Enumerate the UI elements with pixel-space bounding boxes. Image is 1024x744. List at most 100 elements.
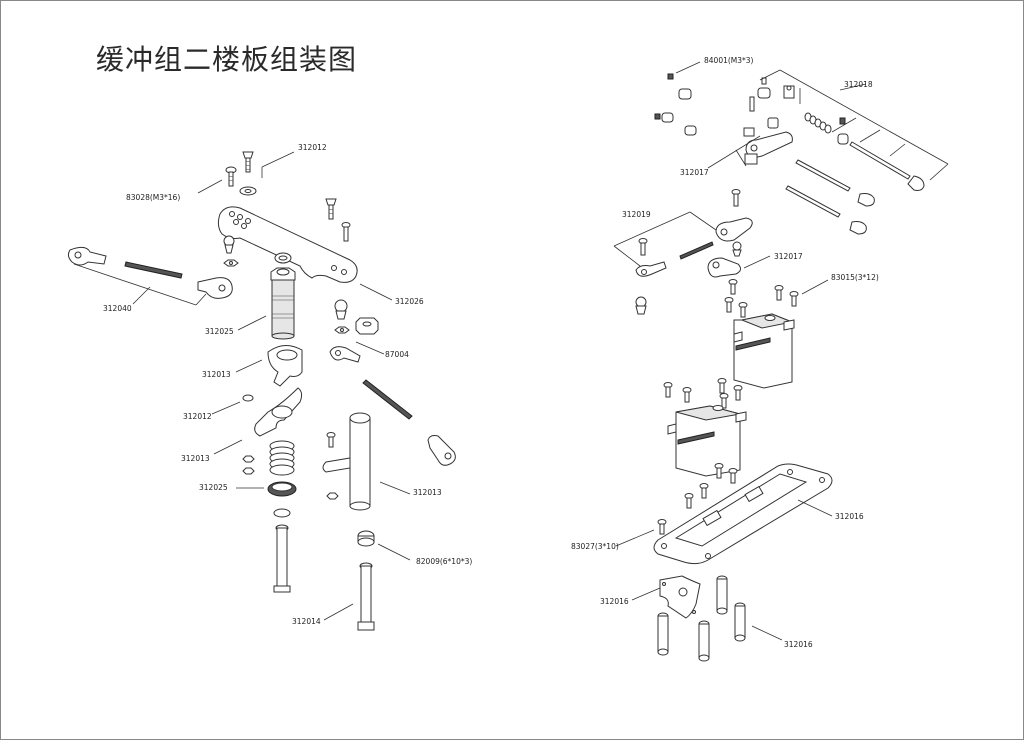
label-312017-upper: 312017 (680, 168, 709, 177)
upper-plate-312026 (217, 206, 358, 283)
label-312012-top: 312012 (298, 143, 327, 152)
grub-screw-84001-a (667, 73, 674, 80)
label-312012-mid: 312012 (183, 412, 212, 421)
leader-312018-a (779, 69, 949, 165)
screw-83028 (225, 166, 237, 187)
label-82009: 82009(6*10*3) (416, 557, 472, 566)
shock-cap-312013 (254, 387, 303, 437)
standoff-a (716, 575, 728, 615)
leader-312018-c (839, 83, 867, 91)
leader-312018-b (929, 163, 949, 181)
label-83027: 83027(3*10) (571, 542, 619, 551)
label-312013-mid: 312013 (181, 454, 210, 463)
screw-plate-e (657, 519, 667, 535)
screw-312019-left (638, 238, 648, 256)
ball-stud-left (223, 235, 235, 254)
leader-312016-c (751, 625, 783, 641)
leader-312017-b (743, 255, 771, 269)
screw-servo-d (733, 385, 743, 401)
leader-312012-top (261, 151, 295, 168)
leader-83027 (615, 529, 655, 547)
screw-83015-a (728, 279, 738, 295)
screw-plate-a (714, 463, 724, 479)
rod-end-1 (857, 193, 875, 207)
screw-312012 (242, 151, 254, 173)
rod-end-2 (849, 221, 867, 235)
washer-post-top (274, 252, 292, 264)
screw-83015-b (774, 285, 784, 301)
screw-plate-right (325, 198, 337, 220)
label-312014: 312014 (292, 617, 321, 626)
leader-312040-b (132, 286, 151, 305)
washer-post-bottom-left (273, 508, 291, 518)
leader-312040-c (195, 293, 207, 306)
rod-end-312040-left (67, 246, 107, 266)
pushrod-312018 (849, 141, 925, 191)
collar-a (678, 88, 692, 100)
leader-312019-b (689, 211, 717, 231)
label-312025-lower: 312025 (199, 483, 228, 492)
screw-plate-c (699, 483, 709, 499)
screw-small-right (341, 222, 351, 242)
leader-312017-a2 (735, 149, 747, 167)
label-312017-lower: 312017 (774, 252, 803, 261)
label-312016-standoff: 312016 (784, 640, 813, 649)
leader-312018-h (889, 143, 906, 157)
ball-link-mid (767, 117, 779, 129)
collar-mid-right (837, 133, 849, 145)
collar-c (684, 125, 697, 136)
leader-312012-b (211, 401, 241, 415)
leader-312019-c (613, 245, 641, 267)
label-312018: 312018 (844, 80, 873, 89)
rod-end-right-upper (329, 346, 361, 363)
servo-plate-312016 (653, 463, 833, 565)
leader-312018-f (831, 117, 857, 133)
screw-plate-b (728, 468, 738, 484)
leader-312018-g (859, 129, 881, 143)
horn-312017-lower (707, 257, 742, 278)
screw-83015-e (738, 302, 748, 318)
small-nut-upright (326, 492, 339, 500)
leader-312014 (323, 603, 354, 621)
label-312019: 312019 (622, 210, 651, 219)
collar-d (757, 87, 771, 99)
standoff-d (698, 620, 710, 662)
bushing-82009 (357, 530, 375, 547)
shock-mount-312013-upper (267, 345, 303, 387)
bracket-312016 (659, 575, 701, 619)
leader-312040-a (73, 263, 197, 306)
turnbuckle-right (362, 379, 413, 420)
upright-312013 (322, 412, 371, 511)
label-83015: 83015(3*12) (831, 273, 879, 282)
label-312025-upper: 312025 (205, 327, 234, 336)
leader-312013-c (379, 481, 411, 495)
leader-312026 (359, 283, 393, 301)
ball-stud-312019 (635, 296, 647, 315)
screw-312019-top (731, 189, 741, 207)
washer-312012-mid (242, 394, 254, 402)
screw-plate-d (684, 493, 694, 509)
standoff-b (734, 602, 746, 642)
label-312013-upper: 312013 (202, 370, 231, 379)
label-87004: 87004 (385, 350, 409, 359)
shock-body-312025 (270, 267, 296, 340)
label-312016-plate: 312016 (835, 512, 864, 521)
leader-312018-d (759, 69, 781, 81)
nut-left (223, 259, 239, 267)
rod-end-right-lower (427, 435, 456, 466)
small-nut-a (242, 455, 255, 463)
leader-312025-a (237, 315, 267, 331)
small-screw-upright (326, 432, 336, 448)
leader-83015 (801, 279, 829, 295)
small-nut-b (242, 467, 255, 475)
label-84001: 84001(M3*3) (704, 56, 754, 65)
leader-312013-b (213, 439, 243, 455)
spring-small (804, 112, 832, 134)
ball-small-312019 (732, 241, 742, 257)
screw-servo-b (682, 387, 692, 403)
label-312026: 312026 (395, 297, 424, 306)
screw-83015-c (789, 291, 799, 307)
grub-screw-mid (839, 117, 846, 125)
drawing-title: 缓冲组二楼板组装图 (96, 43, 358, 76)
